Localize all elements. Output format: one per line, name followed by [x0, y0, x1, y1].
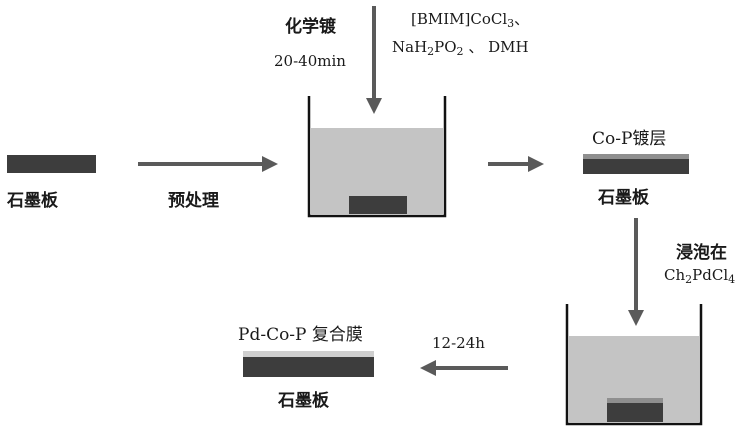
soak-chem-text: PdCl [692, 266, 728, 284]
reagents-line-1: [BMIM]CoCl3、 [411, 8, 529, 30]
soak-chem-sub: 4 [728, 273, 735, 286]
cop-layer-label: Co-P镀层 [592, 124, 666, 149]
beaker-2-plate [607, 403, 663, 422]
beaker-1-plate [349, 196, 407, 214]
composite-film-label: Pd-Co-P 复合膜 [238, 320, 363, 345]
reagent-text: 、 [514, 10, 529, 28]
reagent-text: [BMIM]CoCl [411, 10, 507, 28]
graphite-plate-2 [583, 159, 689, 174]
reagent-text: NaH [392, 38, 427, 56]
graphite-label-1: 石墨板 [7, 186, 58, 211]
electroless-time: 20-40min [274, 52, 346, 70]
soak-time: 12-24h [432, 334, 485, 352]
pretreat-label: 预处理 [168, 186, 219, 211]
reagent-sub: 2 [457, 45, 464, 58]
soak-label: 浸泡在 [676, 238, 727, 263]
reagents-line-2: NaH2PO2 、 DMH [392, 36, 529, 58]
soak-chem-text: Ch [664, 266, 685, 284]
soak-chemical: Ch2PdCl4 [664, 266, 735, 286]
reagent-text: 、 DMH [464, 38, 529, 56]
reagent-text: PO [434, 38, 456, 56]
graphite-plate-3 [243, 357, 374, 377]
beaker-2-plate-coating [607, 398, 663, 403]
electroless-label: 化学镀 [285, 12, 336, 37]
graphite-plate-1 [7, 155, 96, 173]
graphite-label-3: 石墨板 [278, 386, 329, 411]
graphite-label-2: 石墨板 [598, 183, 649, 208]
